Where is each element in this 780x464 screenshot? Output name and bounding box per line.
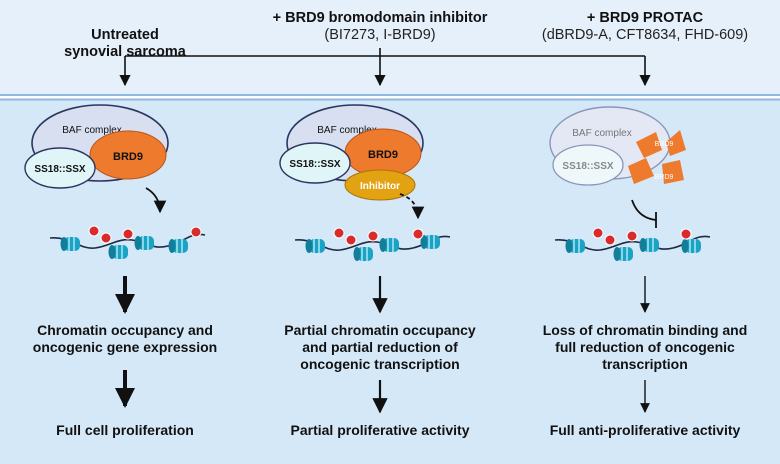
svg-text:BRD9: BRD9 xyxy=(655,174,674,181)
binding-arrow-untreated xyxy=(145,187,167,214)
header-untreated: Untreated synovial sarcoma xyxy=(5,10,245,61)
outcome-chromatin-untreated: Chromatin occupancy and oncogenic gene e… xyxy=(32,322,218,355)
inhibitor-shape xyxy=(344,169,416,201)
baf-complex-label: BAF complex xyxy=(317,125,376,136)
brd9-label: BRD9 xyxy=(113,151,143,163)
header-title: + BRD9 bromodomain inhibitor xyxy=(272,10,488,26)
ss18-ssx-shape xyxy=(279,142,351,184)
header-protac: + BRD9 PROTAC (dBRD9-A, CFT8634, FHD-609… xyxy=(520,10,770,44)
svg-text:BRD9: BRD9 xyxy=(655,141,674,148)
inhibition-arrow xyxy=(631,199,657,228)
baf-complex-label: BAF complex xyxy=(572,128,631,139)
ss18-ssx-label: SS18::SSX xyxy=(289,159,340,170)
brd9-label: BRD9 xyxy=(368,149,398,161)
header-title: + BRD9 PROTAC xyxy=(586,10,704,26)
brd9-shape xyxy=(89,130,167,180)
ss18-ssx-label: SS18::SSX xyxy=(562,161,613,172)
header-title: Untreated synovial sarcoma xyxy=(64,27,186,60)
header-inhibitor: + BRD9 bromodomain inhibitor (BI7273, I-… xyxy=(260,10,500,44)
chromatin-untreated xyxy=(49,225,206,260)
header-subtitle: (BI7273, I-BRD9) xyxy=(324,27,436,43)
chromatin-inhibitor xyxy=(294,227,451,262)
complex-inhibitor: BAF complex BRD9 SS18::SSX Inhibitor xyxy=(279,104,424,201)
inhibitor-label: Inhibitor xyxy=(360,181,400,192)
outcome-proliferation-inhibitor: Partial proliferative activity xyxy=(290,422,470,438)
outcome-proliferation-untreated: Full cell proliferation xyxy=(56,422,194,438)
branch-connector xyxy=(119,48,651,87)
partial-binding-arrow xyxy=(399,193,425,220)
ss18-ssx-shape xyxy=(24,147,96,189)
outcome-chromatin-protac: Loss of chromatin binding and full reduc… xyxy=(542,322,748,372)
baf-complex-label: BAF complex xyxy=(62,125,121,136)
degraded-brd9-fragments: BRD9 BRD9 xyxy=(628,130,686,184)
ss18-ssx-shape xyxy=(552,144,624,186)
complex-protac: BAF complex SS18::SSX BRD9 BRD9 xyxy=(549,106,686,186)
outcome-chromatin-inhibitor: Partial chromatin occupancy and partial … xyxy=(284,322,476,372)
complex-untreated: BAF complex BRD9 SS18::SSX xyxy=(24,104,169,189)
header-subtitle: (dBRD9-A, CFT8634, FHD-609) xyxy=(541,27,749,43)
chromatin-protac xyxy=(554,227,711,262)
outcome-proliferation-protac: Full anti-proliferative activity xyxy=(549,422,741,438)
ss18-ssx-label: SS18::SSX xyxy=(34,164,85,175)
